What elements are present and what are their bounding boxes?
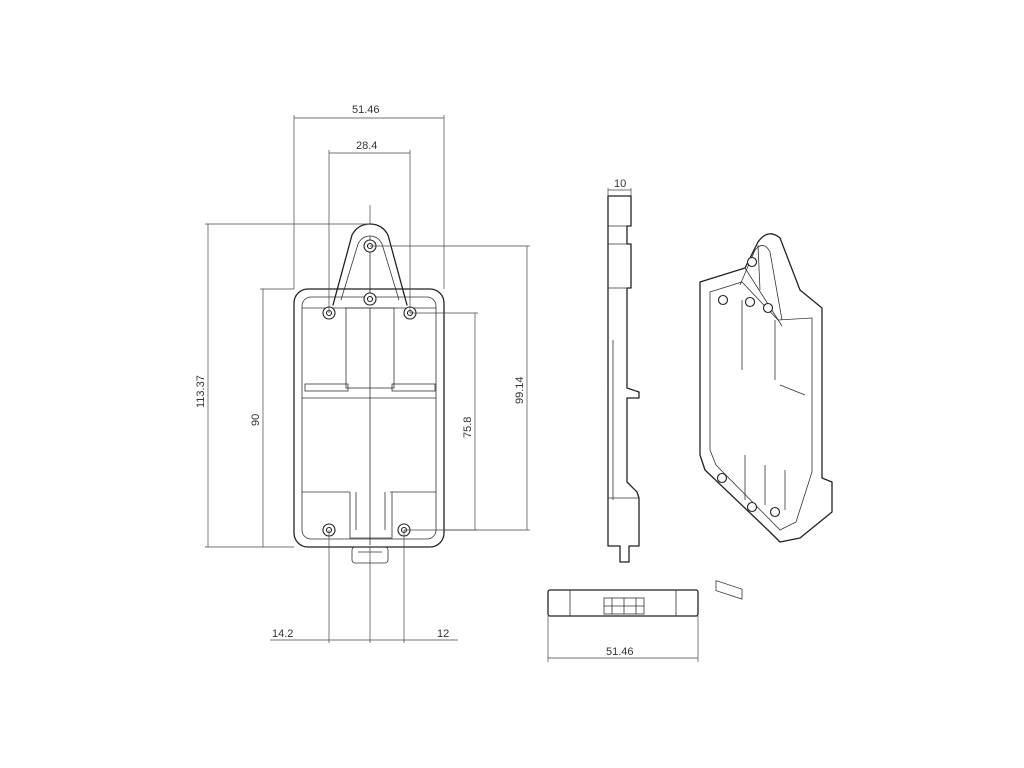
dim-front-left-offset: 14.2: [272, 628, 293, 640]
front-dimensions: [205, 115, 530, 643]
dim-front-total-height: 113.37: [195, 375, 207, 408]
dimension-labels: 51.46 28.4 113.37 90 75.8 99.14 14.2 12 …: [195, 104, 634, 658]
dim-front-hole-span: 75.8: [462, 417, 474, 438]
dim-front-hook-height: 99.14: [514, 376, 526, 404]
dim-side-thickness: 10: [614, 178, 626, 190]
front-view: [293, 223, 445, 564]
dim-front-hook-width: 28.4: [356, 140, 377, 152]
isometric-view: [699, 233, 833, 600]
dim-front-body-height: 90: [250, 414, 262, 426]
dim-front-total-width: 51.46: [352, 104, 380, 116]
side-view: [607, 188, 640, 563]
bottom-view: [547, 589, 699, 662]
dim-front-right-offset: 12: [437, 628, 449, 640]
dim-bottom-width: 51.46: [606, 646, 634, 658]
